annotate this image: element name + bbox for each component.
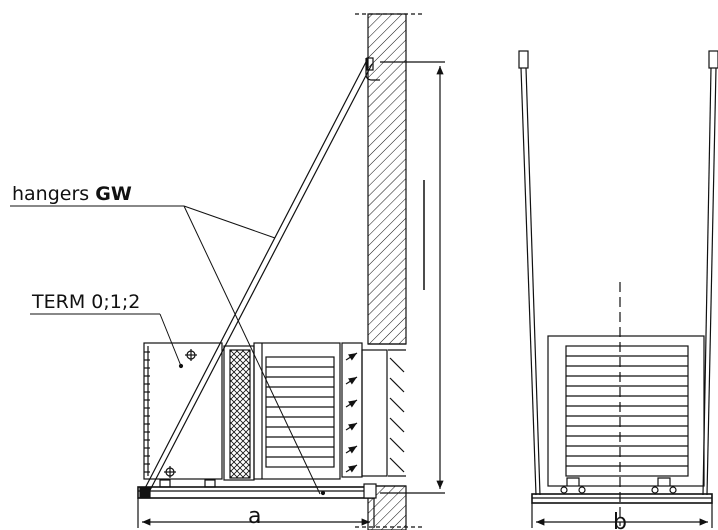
wall-outlet-hatch (389, 357, 405, 473)
dimension-a-label: a (248, 504, 261, 529)
wall (355, 13, 425, 530)
tick-marks (144, 351, 150, 473)
crosshair-symbol-bottom (164, 466, 176, 478)
side-view (10, 13, 445, 530)
dimension-b (531, 503, 713, 528)
mounting-feet (560, 477, 677, 494)
leader-lines (10, 205, 321, 495)
hanger-rods-front (520, 67, 717, 496)
heater-unit-front (547, 335, 705, 487)
louvre-grille (265, 356, 335, 468)
wall-bracket (365, 57, 380, 81)
heater-unit (143, 342, 406, 481)
support-rail (137, 479, 377, 499)
crosshair-symbol-top (185, 349, 197, 361)
dimension-a (137, 498, 375, 528)
hangers-bold-text: GW (95, 183, 132, 205)
term-label: TERM 0;1;2 (31, 291, 140, 313)
dimension-b-label: b (613, 510, 627, 530)
front-view (518, 50, 718, 528)
bracket-right (708, 50, 718, 69)
bracket-left (518, 50, 529, 69)
hangers-prefix-text: hangers (12, 183, 95, 205)
louvre-grille-front (565, 345, 689, 477)
fan-arrows (345, 352, 358, 473)
hangers-label: hangers GW (12, 183, 132, 205)
hanger-rod (140, 61, 373, 497)
dimension-l (380, 61, 445, 494)
